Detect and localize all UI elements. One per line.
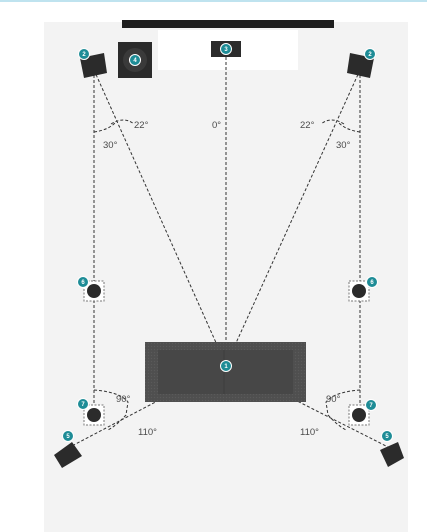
angle-label-front-left-outer: 30° (103, 140, 118, 151)
badge-side-right: 7 (365, 399, 377, 411)
badge-surround-left: 6 (77, 276, 89, 288)
side-left-speaker (83, 404, 105, 426)
badge-front-left: 2 (78, 48, 90, 60)
svg-text:4: 4 (133, 58, 137, 64)
badge-rear-right: 5 (381, 430, 393, 442)
badge-subwoofer: 4 (129, 54, 141, 66)
svg-text:1: 1 (224, 364, 228, 370)
badge-listener: 1 (220, 360, 232, 372)
svg-text:6: 6 (370, 280, 374, 286)
svg-text:7: 7 (81, 402, 85, 408)
svg-text:2: 2 (82, 52, 86, 58)
angle-label-side-left: 90° (116, 394, 131, 405)
badge-rear-left: 5 (62, 430, 74, 442)
badge-surround-right: 6 (366, 276, 378, 288)
badge-center: 3 (220, 43, 232, 55)
badge-side-left: 7 (77, 398, 89, 410)
svg-text:5: 5 (66, 434, 70, 440)
svg-text:6: 6 (81, 280, 85, 286)
surround-right-speaker (348, 280, 370, 302)
svg-text:3: 3 (224, 47, 228, 53)
svg-text:7: 7 (369, 403, 373, 409)
svg-text:2: 2 (368, 52, 372, 58)
rear-left-speaker (54, 442, 82, 468)
angle-label-rear-right: 110° (300, 427, 319, 438)
rear-right-speaker (380, 442, 404, 467)
angle-label-side-right: 90° (326, 394, 341, 405)
angle-label-center: 0° (212, 120, 221, 131)
angle-label-front-right-outer: 30° (336, 140, 351, 151)
guide-lines (67, 52, 391, 449)
tv-screen (122, 20, 334, 28)
badge-front-right: 2 (364, 48, 376, 60)
angle-label-rear-left: 110° (138, 427, 157, 438)
angle-label-front-left-inner: 22° (134, 120, 149, 131)
surround-left-speaker (83, 280, 105, 302)
side-right-speaker (348, 404, 370, 426)
top-accent-line (0, 0, 427, 2)
svg-text:5: 5 (385, 434, 389, 440)
angle-label-front-right-inner: 22° (300, 120, 315, 131)
sofa (145, 342, 306, 402)
